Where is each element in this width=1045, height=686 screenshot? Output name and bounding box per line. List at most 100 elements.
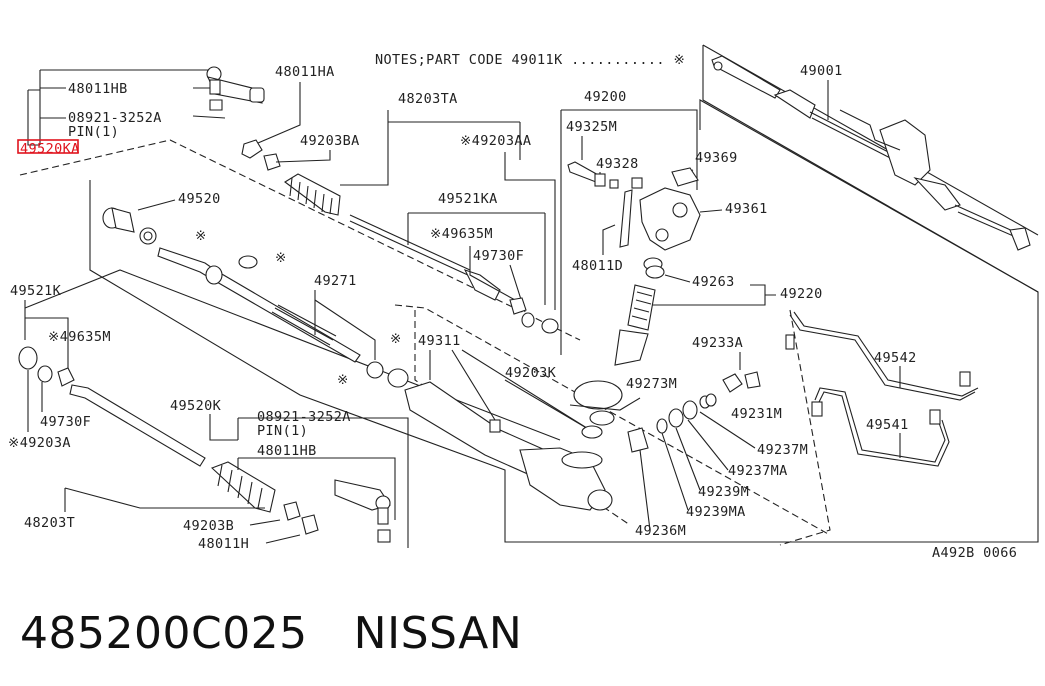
label-49730F-a: 49730F [473,248,524,264]
label-49730F-b: 49730F [40,414,91,430]
label-49542: 49542 [874,350,917,366]
leader-48011D [602,224,616,255]
leader-49271 [314,290,376,360]
valve-body-49361 [631,177,701,251]
ring-rack-b [387,368,409,388]
parts-diagram: NOTES;PART CODE 49011K ........... ※ 480… [8,44,1039,561]
label-49231M: 49231M [731,406,782,422]
nuts-bottom [283,501,319,535]
seal-49273M [573,380,623,410]
frame-main [89,99,1039,543]
label-49361: 49361 [725,201,768,217]
label-49203AA: ※49203AA [460,133,531,149]
label-pin-bot: PIN(1) [257,423,308,439]
label-49541: 49541 [866,417,909,433]
housing-49311 [404,381,613,511]
label-49239MA: 49239MA [686,504,746,520]
boot-48203TA [284,173,341,216]
gasket-49369 [671,167,699,187]
bracket-49200 [560,109,698,355]
label-49271: 49271 [314,273,357,289]
seal-49263 [643,257,665,279]
ring-b [581,425,603,439]
label-49311: 49311 [418,333,461,349]
part-number: 485200C025 [20,607,308,659]
label-49203K: 49203K [505,365,557,381]
label-48203TA: 48203TA [398,91,458,107]
label-49203A: ※49203A [8,435,71,451]
label-49520KA: 49520KA [20,141,80,157]
notes-text: NOTES;PART CODE 49011K ........... ※ [375,52,685,68]
rack-49271 [157,247,361,363]
brand-name: NISSAN [353,607,523,659]
assembly-49001 [711,55,1031,251]
leaders-49237M [639,411,756,531]
label-08921-top: 08921-3252A [68,110,162,126]
star-49271-b: ※ [390,331,402,347]
rings-49521KA [509,297,559,334]
star-49520: ※ [195,228,207,244]
leader-48011HA [257,82,301,144]
ring-a [589,410,615,426]
highlight-box [17,139,79,154]
bolt-49325M [567,161,619,189]
label-48011HA: 48011HA [275,64,335,80]
spring-49231M [699,393,717,409]
label-49328: 49328 [596,156,639,172]
bracket-top-left [27,69,208,146]
bracket-49311 [429,349,591,431]
label-49001: 49001 [800,63,843,79]
frame-dashed-rack [19,139,831,536]
bracket-49521K [24,300,69,375]
star-49271-a: ※ [275,250,287,266]
label-49273M: 49273M [626,376,677,392]
fitting-49233A [722,371,761,393]
leader-49203BA [275,150,331,163]
label-pin-top: PIN(1) [68,124,119,140]
label-48011HB-bot: 48011HB [257,443,317,459]
label-49520K: 49520K [170,398,222,414]
label-08921-bot: 08921-3252A [257,409,351,425]
star-49271-c: ※ [337,372,349,388]
leader-49203AA [504,152,556,310]
bracket-48203TA [340,110,521,186]
pinion-49220 [614,284,656,366]
stud-48011D [619,189,633,248]
bracket-49520K [209,414,409,548]
label-49263: 49263 [692,274,735,290]
diagram-code: A492B 0066 [932,545,1017,561]
frame-assembly-49001 [702,44,1039,293]
label-48011D: 48011D [572,258,623,274]
bushing-49520 [102,207,157,245]
label-49239M: 49239M [698,484,749,500]
bracket-49220 [648,284,776,306]
label-48203T: 48203T [24,515,75,531]
label-49233A: 49233A [692,335,743,351]
pipe-49542 [785,311,979,401]
nut-49203BA [241,139,281,171]
leader-49520 [137,199,176,211]
label-49521K: 49521K [10,283,62,299]
leader-49361 [699,209,723,213]
label-49635M-b: ※49635M [48,329,111,345]
bracket-49521KA [407,212,546,305]
label-49520: 49520 [178,191,221,207]
label-49200: 49200 [584,89,627,105]
rings-49237M [627,400,698,453]
label-49325M: 49325M [566,119,617,135]
pipe-49541 [811,387,950,467]
tie-rod-end-top [192,66,265,119]
leader-49203K [504,379,591,431]
frame-lower-left [24,269,561,441]
label-48011HB-top: 48011HB [68,81,128,97]
label-48011H: 48011H [198,536,249,552]
inner-tie-rod-bottom [69,384,206,467]
caption: 485200C025 NISSAN [20,598,522,668]
label-49203B: 49203B [183,518,234,534]
boot-48203T [210,461,276,513]
leader-49203B [249,519,301,544]
label-49635M-a: ※49635M [430,226,493,242]
label-49521KA: 49521KA [438,191,498,207]
label-49236M: 49236M [635,523,686,539]
ring-rack [366,361,384,379]
